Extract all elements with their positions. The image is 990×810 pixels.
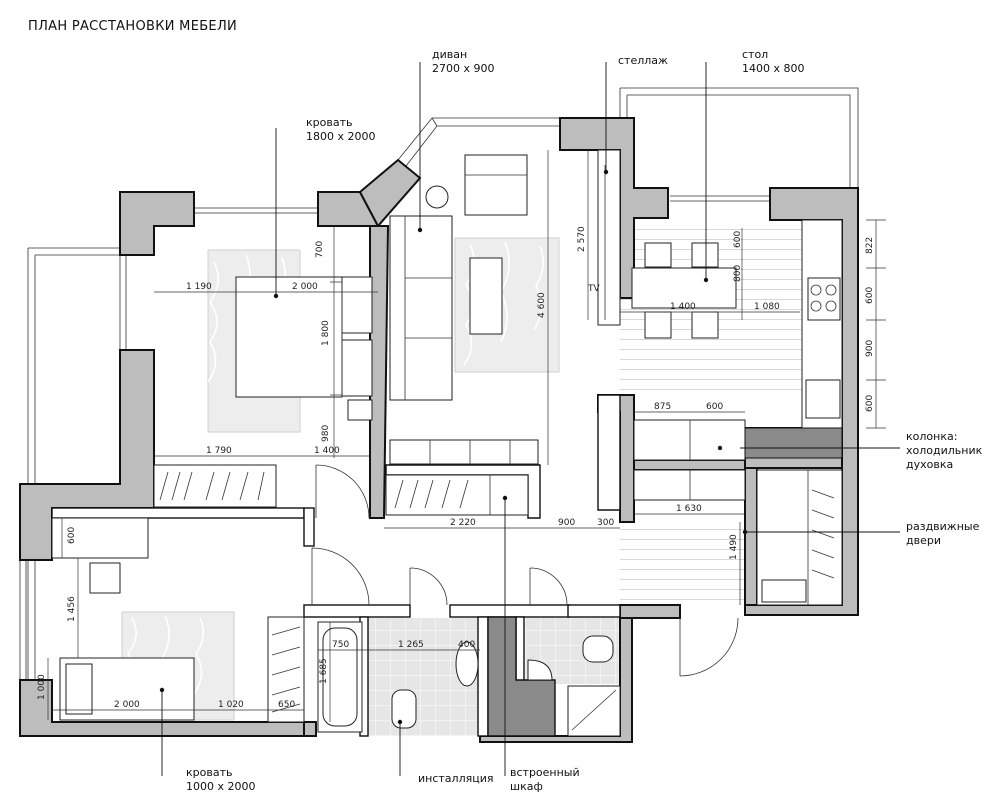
washbasin <box>455 641 479 687</box>
dim-1190: 1 190 <box>186 282 212 292</box>
doors <box>311 464 739 677</box>
dim-650: 650 <box>278 700 295 710</box>
dim-400: 400 <box>458 640 475 650</box>
right-balcony <box>619 87 859 188</box>
dim-2000b: 2 000 <box>114 700 140 710</box>
plan-title: ПЛАН РАССТАНОВКИ МЕБЕЛИ <box>28 19 237 34</box>
dim-1630: 1 630 <box>676 504 702 514</box>
wc-toilet <box>582 635 614 663</box>
rack <box>597 149 621 326</box>
sofa <box>389 215 453 401</box>
dim-2570: 2 570 <box>577 226 587 252</box>
bed-small-label: кровать <box>186 766 232 779</box>
floor-lamp <box>425 185 449 209</box>
sofa-label: диван <box>432 48 467 61</box>
dim-1265: 1 265 <box>398 640 424 650</box>
dim-1400a: 1 400 <box>314 446 340 456</box>
sliding-label-2: двери <box>906 534 941 547</box>
dim-600d: 600 <box>706 402 723 412</box>
armchair <box>464 154 528 216</box>
dim-2220: 2 220 <box>450 518 476 528</box>
column-label-2: холодильник <box>906 444 983 457</box>
installation-label: инсталляция <box>418 772 493 785</box>
dim-1000: 1 000 <box>37 674 47 700</box>
wardrobe-label-2: шкаф <box>510 780 543 793</box>
rack-label: стеллаж <box>618 54 668 67</box>
cooktop <box>807 277 841 321</box>
bed-large-label: кровать <box>306 116 352 129</box>
dim-750: 750 <box>332 640 349 650</box>
dimension-texts: 1 190 2 000 700 1 800 980 1 790 1 400 2 … <box>37 226 875 710</box>
chair <box>89 562 121 594</box>
dim-900b: 900 <box>558 518 575 528</box>
dim-1790: 1 790 <box>206 446 232 456</box>
dim-1020: 1 020 <box>218 700 244 710</box>
bottom-left-balcony <box>27 560 36 690</box>
dining-table <box>631 267 737 309</box>
corner-sink <box>527 659 553 681</box>
double-bed <box>235 276 343 398</box>
wardrobe-label-1: встроенный <box>510 766 580 779</box>
interior-walls <box>51 225 843 737</box>
dim-4600: 4 600 <box>537 292 547 318</box>
dim-600e: 600 <box>67 527 77 544</box>
dim-800: 800 <box>733 265 743 282</box>
bed-small-size: 1000 x 2000 <box>186 780 256 793</box>
living-room: TV <box>385 149 621 516</box>
wardrobe-bedroom <box>153 464 277 508</box>
column-label-1: колонка: <box>906 430 957 443</box>
bedroom-large <box>153 249 373 508</box>
dim-1800: 1 800 <box>321 320 331 346</box>
dimension-lines <box>47 150 886 722</box>
dim-1080: 1 080 <box>754 302 780 312</box>
bathroom <box>317 621 479 733</box>
sink <box>805 379 841 419</box>
windows <box>19 195 770 690</box>
dim-600b: 600 <box>865 287 875 304</box>
dim-980: 980 <box>321 425 331 442</box>
sofa-size: 2700 x 900 <box>432 62 495 75</box>
dim-2000: 2 000 <box>292 282 318 292</box>
dim-900a: 900 <box>865 340 875 357</box>
coffee-table <box>469 257 503 335</box>
labels: диван 2700 x 900 стеллаж стол 1400 x 800… <box>186 48 983 793</box>
table-label: стол <box>742 48 768 61</box>
dim-1456: 1 456 <box>67 596 77 622</box>
dim-875: 875 <box>654 402 671 412</box>
appliance-column <box>744 427 843 459</box>
living-balcony <box>397 117 560 167</box>
dim-1490: 1 490 <box>729 534 739 560</box>
left-balcony <box>27 247 120 484</box>
toilet <box>391 689 417 729</box>
bed-large-size: 1800 x 2000 <box>306 130 376 143</box>
dim-700: 700 <box>315 241 325 258</box>
tv-label: TV <box>587 284 600 294</box>
dim-600c: 600 <box>865 395 875 412</box>
dim-822: 822 <box>865 237 875 254</box>
dim-1685: 1 685 <box>319 658 329 684</box>
column-label-3: духовка <box>906 458 953 471</box>
sliding-label-1: раздвижные <box>906 520 980 533</box>
hall-floor <box>620 520 745 605</box>
leader-lines <box>159 62 900 776</box>
table-size: 1400 x 800 <box>742 62 805 75</box>
kitchen <box>631 219 843 606</box>
dim-600a: 600 <box>733 231 743 248</box>
wardrobe-living <box>385 474 529 516</box>
dim-300: 300 <box>597 518 614 528</box>
wc <box>527 635 621 737</box>
bedroom-small <box>51 517 305 723</box>
dim-1400b: 1 400 <box>670 302 696 312</box>
desk <box>51 517 149 559</box>
